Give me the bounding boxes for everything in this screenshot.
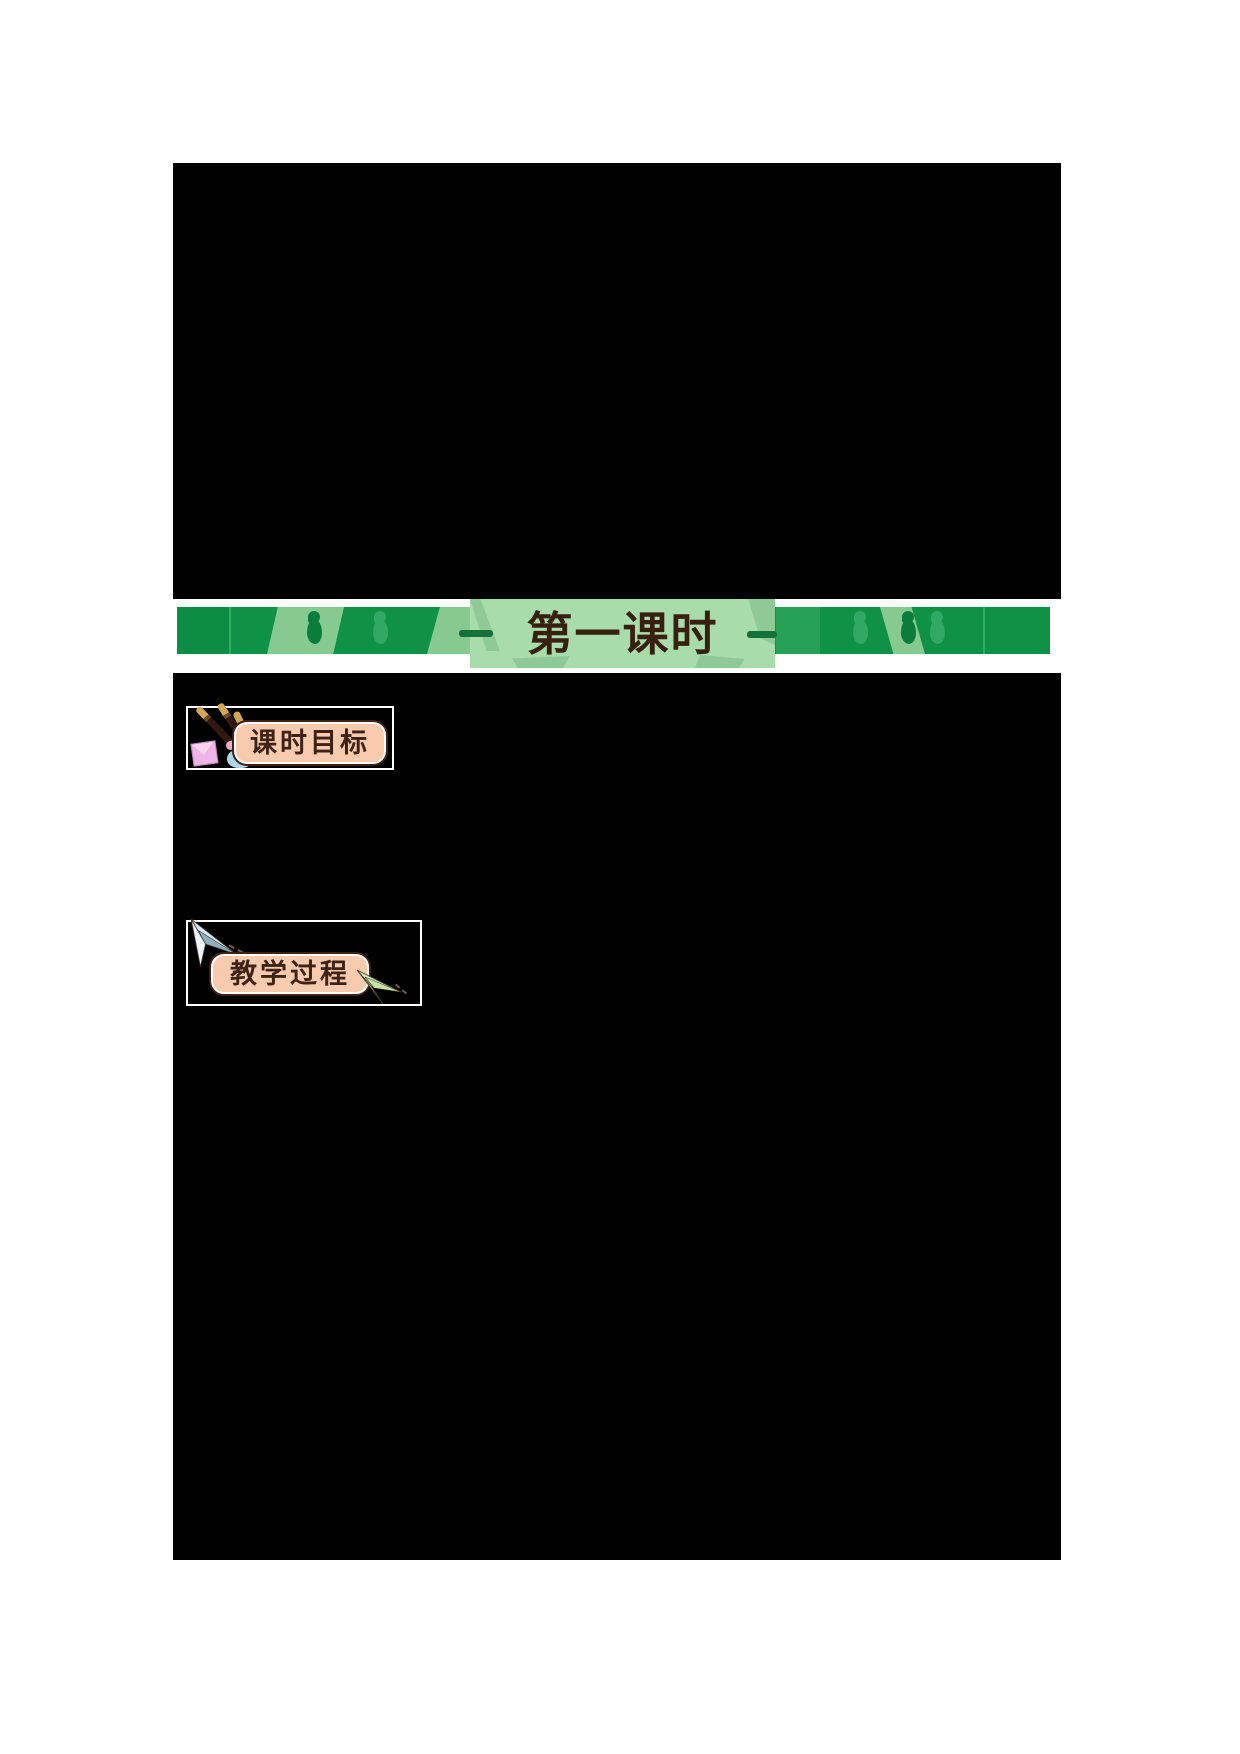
envelope-icon	[190, 740, 219, 767]
band-seam	[229, 607, 231, 654]
bird-silhouette-icon	[901, 611, 916, 644]
band-seam	[983, 607, 985, 654]
objectives-badge: 课时目标	[232, 720, 388, 766]
band-shade	[177, 607, 230, 654]
panel-fold	[748, 599, 775, 645]
panel-fold	[695, 655, 745, 668]
bird-silhouette-icon	[930, 611, 945, 644]
panel-fold	[512, 656, 570, 668]
objectives-badge-frame	[186, 706, 394, 770]
flower-bud-dot	[226, 741, 235, 750]
paper-plane-green-icon	[356, 969, 402, 1005]
band-light-patch	[267, 607, 344, 654]
band-shade	[776, 607, 820, 654]
process-label: 教学过程	[230, 958, 350, 990]
bird-silhouette-icon	[307, 611, 322, 644]
process-badge-frame	[186, 920, 422, 1006]
objectives-label: 课时目标	[250, 727, 370, 759]
bird-silhouette-icon	[853, 611, 868, 644]
panel-fold	[470, 599, 500, 651]
banner-title-panel: 第一课时	[470, 599, 775, 668]
banner-title: 第一课时	[526, 606, 719, 661]
bird-silhouette-icon	[373, 611, 388, 644]
banner-dash-right	[747, 631, 777, 638]
process-badge: 教学过程	[209, 952, 371, 996]
paper-plane-blue-icon	[190, 918, 238, 967]
document-page	[173, 163, 1061, 1560]
banner-dash-left	[459, 630, 493, 637]
